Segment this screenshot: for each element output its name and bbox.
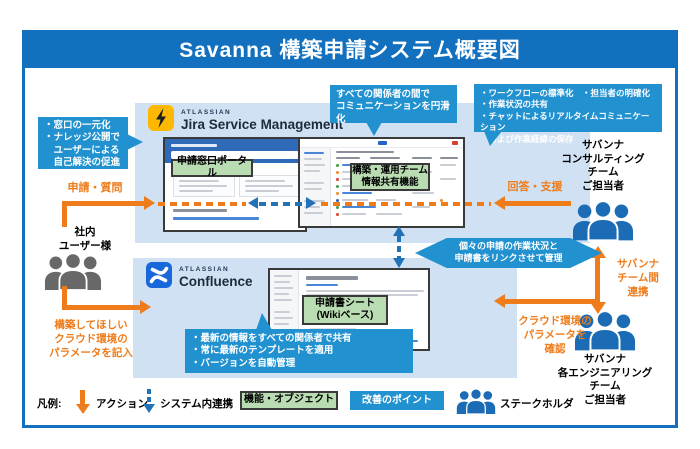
system-link-legend-arrowhead — [143, 404, 155, 413]
answer-arrowhead — [494, 196, 505, 210]
zone-link-up-arrowhead — [393, 226, 405, 236]
check-params-label: クラウド環境の パラメータを 確認 — [518, 315, 592, 356]
consulting-team-icon — [572, 198, 634, 247]
answer-flow-label: 回答・支援 — [507, 181, 563, 193]
apply-arrow-horizontal — [62, 201, 144, 206]
atlassian-wordmark: ATLASSIAN — [181, 108, 232, 116]
callout-workflow: ・ワークフローの標準化 ・担当者の明確化 ・作業状況の共有 ・チャットによるリア… — [474, 84, 662, 144]
apply-flow-label: 申請・質問 — [67, 182, 123, 194]
team-board-screenshot — [298, 137, 465, 228]
answer-dashed-line — [321, 202, 491, 206]
apply-arrow-vertical — [62, 201, 67, 227]
callout-single-window: ・窓口の一元化 ・ナレッジ公開で ユーザーによる 自己解決の促進 — [38, 117, 128, 169]
action-legend-arrowhead — [76, 404, 90, 414]
portal-object-label: 申請窓口ポータル — [171, 156, 253, 179]
system-link-left-arrowhead — [248, 197, 258, 209]
zone-link-dashed-line — [397, 236, 401, 259]
confluence-icon — [146, 262, 172, 293]
answer-arrow-line — [505, 201, 571, 206]
jira-service-management-icon — [148, 105, 174, 136]
team-link-line — [595, 257, 600, 303]
callout-latest-info: ・最新の情報をすべての関係者で共有 ・常に最新のテンプレートを適用 ・バージョン… — [185, 329, 413, 373]
apply-dashed-line — [158, 202, 246, 206]
legend-title: 凡例: — [37, 398, 62, 410]
jira-product-name: Jira Service Management — [181, 117, 344, 132]
write-params-vertical — [62, 286, 67, 310]
jira-brand: ATLASSIAN Jira Service Management — [148, 105, 343, 136]
team-link-label: サバンナ チーム間 連携 — [616, 258, 660, 299]
portal-screenshot — [163, 137, 307, 232]
stakeholder-legend-icon — [456, 388, 496, 419]
team-link-down-arrowhead — [590, 302, 606, 314]
check-params-line — [505, 299, 597, 304]
callout-communication: すべての関係者の間で コミュニケーションを円滑化 — [330, 85, 457, 125]
system-link-right-arrowhead — [306, 197, 316, 209]
callout-communication-tail — [366, 122, 382, 136]
system-link-legend-icon — [147, 389, 151, 394]
atlassian-wordmark: ATLASSIAN — [179, 265, 230, 273]
apply-arrowhead — [144, 196, 155, 210]
legend-object-chip: 機能・オブジェクト — [240, 391, 338, 410]
legend-system-link-label: システム内連携 — [160, 398, 234, 410]
legend-improvement-chip: 改善のポイント — [350, 391, 444, 410]
confluence-brand: ATLASSIAN Confluence — [146, 262, 253, 293]
callout-link-manage: 個々の申請の作業状況と 申請書をリンクさせて管理 — [415, 238, 602, 268]
board-topbar — [300, 139, 463, 148]
consulting-team-label: サバンナ コンサルティング チーム ご担当者 — [561, 139, 645, 192]
write-params-label: 構築してほしい クラウド環境の パラメータを記入 — [49, 319, 133, 360]
legend-stakeholder-label: ステークホルダ — [500, 398, 574, 410]
callout-single-window-tail — [127, 134, 143, 150]
check-params-arrowhead — [494, 294, 505, 308]
team-share-object-label: 構築・運用チーム 情報共有機能 — [350, 163, 430, 191]
action-legend-icon — [80, 390, 85, 404]
callout-workflow-tail — [484, 131, 502, 146]
system-link-dashed-line — [259, 202, 305, 206]
write-params-arrowhead — [140, 300, 151, 314]
wiki-sheet-object-label: 申請書シート (Wikiベース) — [302, 295, 388, 325]
write-params-horizontal — [62, 305, 140, 310]
internal-user-icon — [42, 252, 104, 295]
confluence-product-name: Confluence — [179, 274, 253, 289]
engineering-team-label: サバンナ 各エンジニアリング チーム ご担当者 — [557, 353, 653, 406]
diagram-title: Savanna 構築申請システム概要図 — [22, 30, 678, 68]
zone-link-down-arrowhead — [393, 258, 405, 268]
legend-action-label: アクション — [96, 398, 148, 410]
callout-latest-info-tail — [256, 313, 272, 330]
internal-user-label: 社内 ユーザー様 — [58, 226, 112, 252]
